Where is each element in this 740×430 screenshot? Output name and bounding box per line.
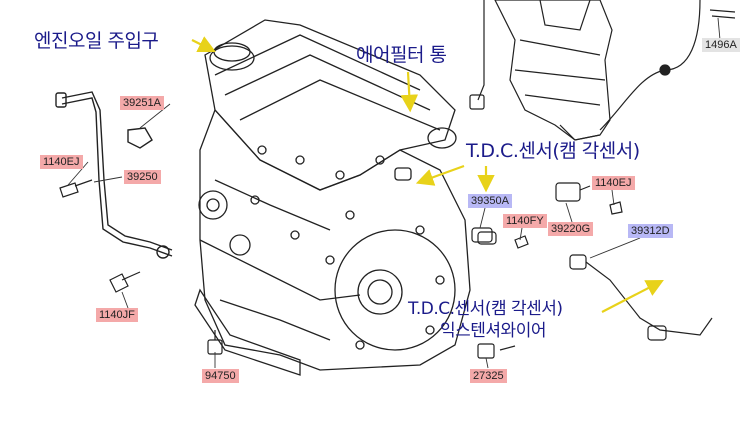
engine-block bbox=[194, 19, 471, 376]
part-label-27325: 27325 bbox=[470, 369, 507, 383]
sensor-39350A bbox=[471, 227, 497, 245]
bolt-1140FY bbox=[514, 235, 529, 249]
oil-pipe-39250 bbox=[55, 91, 173, 259]
part-label-94750: 94750 bbox=[202, 369, 239, 383]
extension-wire-39312D bbox=[569, 254, 713, 341]
annotation-arrows bbox=[191, 36, 664, 313]
part-label-1140EJ-right: 1140EJ bbox=[592, 176, 635, 190]
part-label-39250: 39250 bbox=[124, 170, 161, 184]
part-label-1140JF: 1140JF bbox=[96, 308, 138, 322]
part-label-1140EJ-left: 1140EJ bbox=[40, 155, 83, 169]
bolt-1140JF bbox=[109, 271, 141, 293]
bolt-1140EJ-left bbox=[59, 179, 93, 198]
catalytic-converter bbox=[494, 0, 613, 141]
annotation-tdc-sensor-ext-line2: 익스텐셔와이어 bbox=[440, 321, 546, 341]
annotation-tdc-sensor: T.D.C.센서(캠 각센서) bbox=[466, 140, 640, 162]
annotation-tdc-sensor-ext-line1: T.D.C.센서(캠 각센서) bbox=[408, 299, 563, 319]
part-label-39251A: 39251A bbox=[120, 96, 164, 110]
part-27325 bbox=[477, 343, 516, 359]
wire-harness-top bbox=[469, 0, 736, 131]
part-label-1496A: 1496A bbox=[702, 38, 740, 52]
part-label-39350A: 39350A bbox=[468, 194, 512, 208]
sensor-39220G bbox=[555, 182, 591, 202]
annotation-oil-filler: 엔진오일 주입구 bbox=[34, 30, 159, 52]
annotation-air-filter: 에어필터 통 bbox=[356, 44, 447, 66]
part-label-1140FY: 1140FY bbox=[503, 214, 547, 228]
bolt-1140EJ-right bbox=[609, 201, 623, 215]
leader-lines bbox=[67, 17, 721, 369]
part-label-39312D: 39312D bbox=[628, 224, 673, 238]
part-label-39220G: 39220G bbox=[548, 222, 594, 236]
